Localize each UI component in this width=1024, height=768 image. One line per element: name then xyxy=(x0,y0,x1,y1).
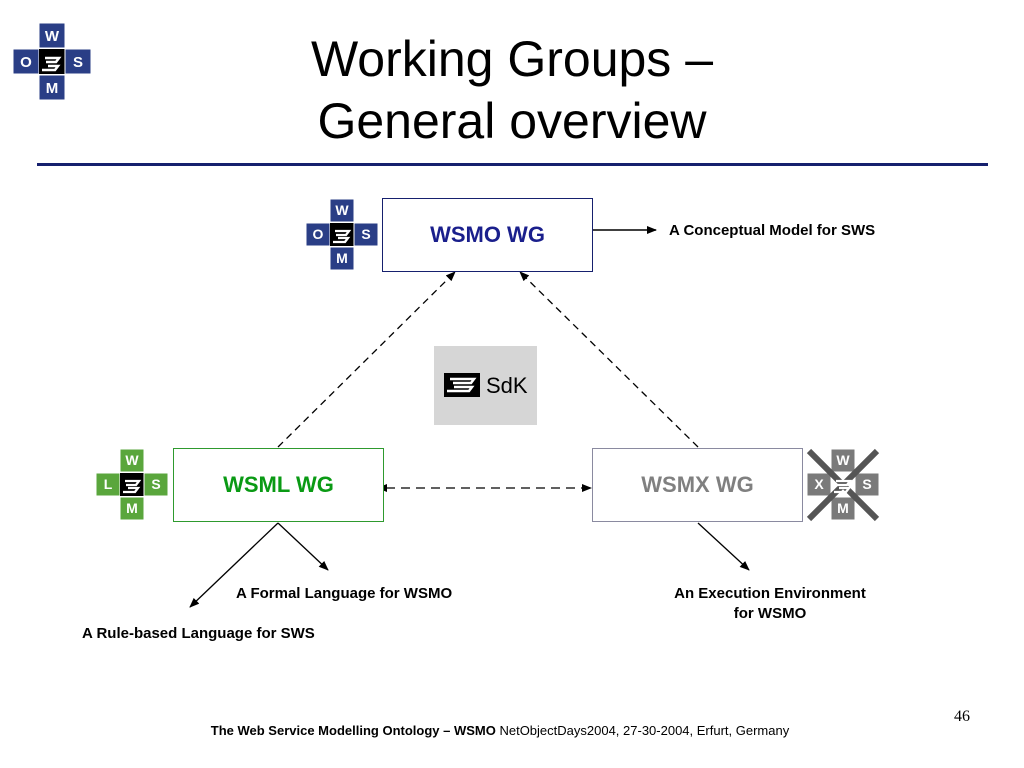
svg-text:M: M xyxy=(126,500,138,516)
dashed-wsmx-to-wsmo xyxy=(519,271,699,448)
wsml-formal-description: A Formal Language for WSMO xyxy=(236,585,453,602)
svg-text:W: W xyxy=(836,452,850,468)
svg-text:O: O xyxy=(313,226,324,242)
sdk-text: SdK xyxy=(486,373,528,398)
svg-text:W: W xyxy=(125,452,139,468)
title-line-1: Working Groups – xyxy=(310,31,714,87)
wsmo-logo-header: W O S M xyxy=(12,22,92,101)
wsml-logo: W L S M xyxy=(95,448,169,521)
wsmx-description: An Execution Environment for WSMO xyxy=(650,584,890,624)
arrow-wsml-to-rule xyxy=(189,522,279,608)
wsmx-description-line-1: An Execution Environment xyxy=(674,585,866,602)
slide-title: Working Groups – General overview xyxy=(0,28,1024,152)
page-number: 46 xyxy=(954,708,970,725)
wsmx-logo: W X S M xyxy=(806,448,880,522)
wsml-rule-description: A Rule-based Language for SWS xyxy=(82,625,315,642)
wsmx-wg-box: WSMX WG xyxy=(592,448,803,522)
svg-text:W: W xyxy=(335,202,349,218)
wsmx-description-line-2: for WSMO xyxy=(733,605,807,622)
svg-text:S: S xyxy=(361,226,370,242)
wsml-wg-box: WSML WG xyxy=(173,448,384,522)
wsmo-logo: W O S M xyxy=(305,198,379,271)
wsmo-wg-box: WSMO WG xyxy=(382,198,593,272)
sdk-logo: SdK xyxy=(434,346,537,425)
arrow-wsmx-to-exec xyxy=(697,522,750,571)
arrow-wsml-to-formal xyxy=(277,522,329,571)
svg-text:O: O xyxy=(20,54,32,71)
svg-text:M: M xyxy=(46,80,59,97)
svg-text:S: S xyxy=(73,54,83,71)
svg-text:M: M xyxy=(837,500,849,516)
slide-footer: The Web Service Modelling Ontology – WSM… xyxy=(0,723,1000,738)
dashed-wsml-to-wsmo xyxy=(277,271,456,448)
svg-text:S: S xyxy=(151,476,160,492)
svg-text:W: W xyxy=(45,28,60,45)
footer-event: NetObjectDays2004, 27-30-2004, Erfurt, G… xyxy=(499,723,790,738)
wsmo-description: A Conceptual Model for SWS xyxy=(669,222,876,239)
svg-text:M: M xyxy=(336,250,348,266)
footer-title: The Web Service Modelling Ontology – WSM… xyxy=(210,723,496,738)
svg-text:S: S xyxy=(862,476,871,492)
title-line-2: General overview xyxy=(317,93,707,149)
svg-text:L: L xyxy=(104,476,113,492)
title-divider xyxy=(37,163,988,166)
svg-text:X: X xyxy=(814,476,824,492)
